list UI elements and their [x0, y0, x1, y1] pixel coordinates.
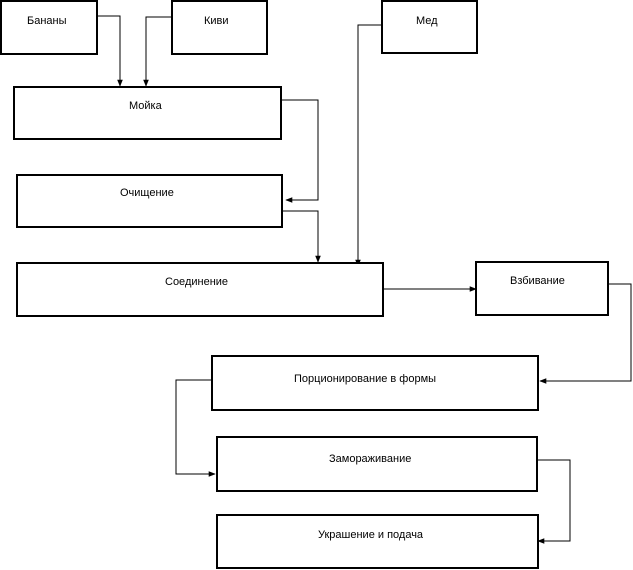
- node-bananas-box: [0, 0, 98, 55]
- edge-freezing-to-serving: [537, 459, 571, 544]
- node-peeling: Очищение: [16, 174, 283, 228]
- node-bananas: Бананы: [0, 0, 98, 55]
- node-freezing-box: [216, 436, 538, 492]
- edge-kiwi-to-washing: [143, 16, 172, 87]
- node-whipping-label: Взбивание: [510, 275, 565, 287]
- node-honey-label: Мед: [416, 15, 438, 27]
- node-serving-box: [216, 514, 539, 569]
- node-whipping: Взбивание: [475, 261, 609, 316]
- node-whipping-box: [475, 261, 609, 316]
- edge-peeling-to-combining: [282, 210, 321, 263]
- node-portioning: Порционирование в формы: [211, 355, 539, 411]
- node-honey: Мед: [381, 0, 478, 54]
- node-washing: Мойка: [13, 86, 282, 140]
- edge-bananas-to-washing: [97, 15, 123, 87]
- node-combining-label: Соединение: [165, 276, 228, 288]
- node-freezing-label: Замораживание: [329, 453, 411, 465]
- node-combining-box: [16, 262, 384, 317]
- node-washing-box: [13, 86, 282, 140]
- edge-honey-to-combining: [355, 24, 382, 267]
- edge-portioning-to-freezing: [175, 379, 216, 477]
- node-bananas-label: Бананы: [27, 15, 67, 27]
- node-portioning-box: [211, 355, 539, 411]
- node-peeling-label: Очищение: [120, 187, 174, 199]
- node-kiwi-label: Киви: [204, 15, 229, 27]
- edge-washing-to-peeling: [281, 99, 319, 203]
- node-honey-box: [381, 0, 478, 54]
- node-serving-label: Украшение и подача: [318, 529, 424, 541]
- node-portioning-label: Порционирование в формы: [294, 373, 436, 385]
- node-kiwi-box: [171, 0, 268, 55]
- node-kiwi: Киви: [171, 0, 268, 55]
- node-freezing: Замораживание: [216, 436, 538, 492]
- node-serving: Украшение и подача: [216, 514, 539, 569]
- node-washing-label: Мойка: [129, 100, 163, 112]
- node-combining: Соединение: [16, 262, 384, 317]
- edge-whipping-to-portioning: [539, 283, 632, 384]
- node-peeling-box: [16, 174, 283, 228]
